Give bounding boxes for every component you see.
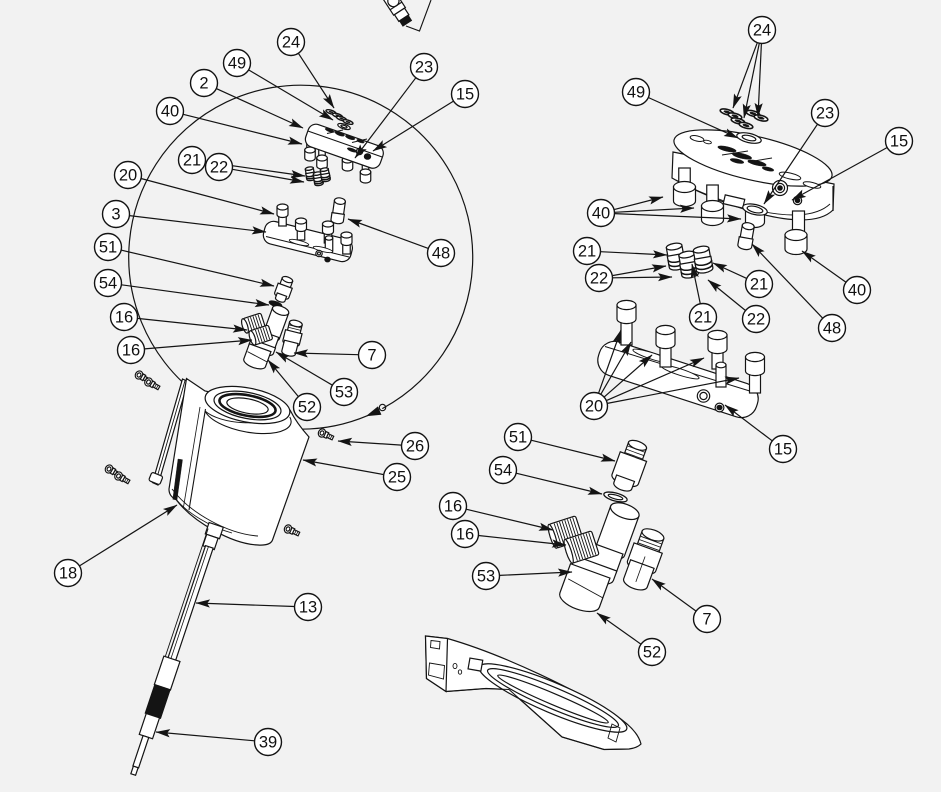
svg-text:22: 22: [210, 159, 228, 177]
svg-text:7: 7: [702, 611, 711, 629]
svg-text:54: 54: [494, 462, 512, 480]
svg-text:15: 15: [774, 441, 792, 459]
svg-text:40: 40: [592, 205, 610, 223]
svg-text:48: 48: [823, 320, 841, 338]
svg-text:53: 53: [335, 384, 353, 402]
svg-text:21: 21: [183, 152, 201, 170]
svg-text:16: 16: [444, 498, 462, 516]
svg-text:39: 39: [259, 734, 277, 752]
svg-text:40: 40: [161, 103, 179, 121]
svg-text:26: 26: [406, 438, 424, 456]
svg-text:21: 21: [694, 309, 712, 327]
svg-text:25: 25: [388, 469, 406, 487]
svg-text:23: 23: [415, 59, 433, 77]
svg-text:40: 40: [848, 282, 866, 300]
svg-text:3: 3: [111, 206, 120, 224]
svg-text:52: 52: [298, 399, 316, 417]
svg-text:15: 15: [456, 86, 474, 104]
svg-text:16: 16: [115, 309, 133, 327]
svg-text:23: 23: [816, 105, 834, 123]
svg-text:22: 22: [747, 311, 765, 329]
svg-text:53: 53: [477, 568, 495, 586]
svg-text:2: 2: [199, 75, 208, 93]
svg-text:48: 48: [432, 245, 450, 263]
svg-text:54: 54: [99, 275, 117, 293]
svg-text:49: 49: [627, 84, 645, 102]
svg-text:22: 22: [590, 270, 608, 288]
svg-text:52: 52: [643, 644, 661, 662]
svg-text:13: 13: [299, 599, 317, 617]
svg-text:7: 7: [367, 347, 376, 365]
svg-text:24: 24: [282, 34, 300, 52]
svg-text:20: 20: [585, 398, 603, 416]
svg-text:51: 51: [99, 239, 117, 257]
svg-text:21: 21: [578, 243, 596, 261]
svg-text:15: 15: [890, 133, 908, 151]
svg-text:49: 49: [228, 55, 246, 73]
svg-text:16: 16: [122, 342, 140, 360]
svg-text:24: 24: [753, 22, 771, 40]
svg-text:21: 21: [750, 276, 768, 294]
svg-text:16: 16: [456, 526, 474, 544]
svg-text:51: 51: [509, 429, 527, 447]
svg-text:18: 18: [59, 565, 77, 583]
svg-text:20: 20: [119, 167, 137, 185]
